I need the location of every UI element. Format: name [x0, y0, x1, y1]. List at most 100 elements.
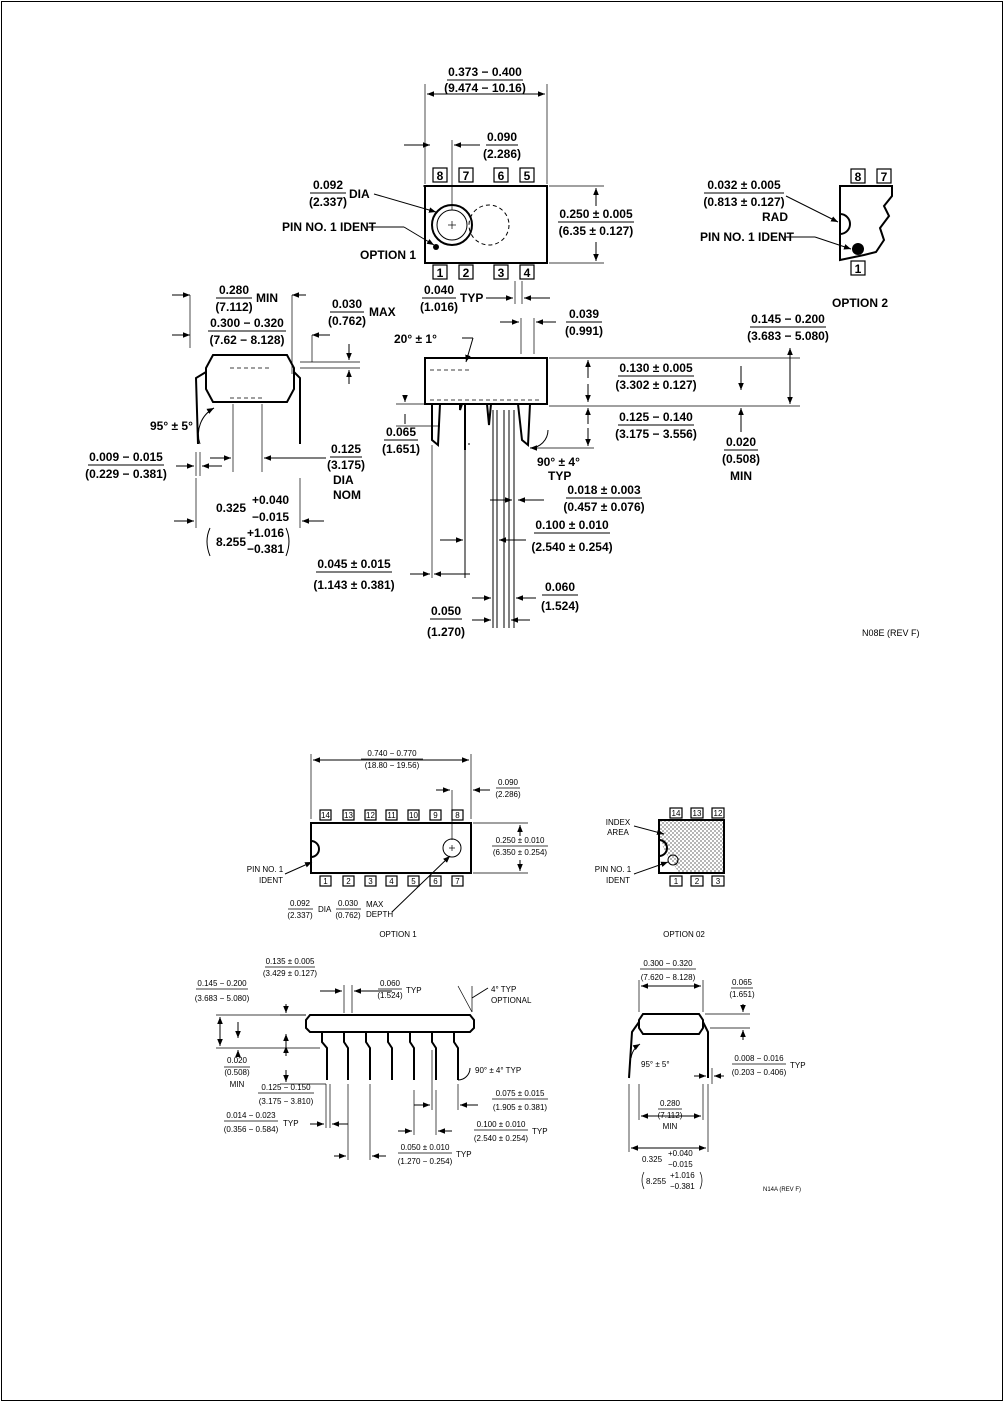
- n14a-opt02-pin1-label: IDENT: [606, 876, 630, 885]
- n08e-leadthk-mm: (0.229 − 0.381): [85, 467, 167, 481]
- n08e-top-body: [424, 185, 548, 264]
- n14a-end-body: [638, 1013, 704, 1035]
- n08e-span-plus: +0.040: [252, 493, 289, 507]
- n14a-end300-dim: 0.300 − 0.320: [643, 959, 693, 968]
- n14a-notch090-dim: 0.090: [498, 778, 519, 787]
- n14a-seat145-mm: (3.683 − 5.080): [195, 994, 250, 1003]
- n14a-lead050-typ: TYP: [456, 1150, 472, 1159]
- n14a-min020-dim: 0.020: [227, 1056, 248, 1065]
- n14a-opt02-bottom-pin: 3: [716, 877, 721, 886]
- n14a-bottom-pin: 1: [323, 877, 328, 886]
- n14a-lead060-typ: TYP: [406, 986, 422, 995]
- n08e-option2-view: 8 7 1 0.032 ± 0.005 (0.813 ± 0.127) RAD …: [700, 168, 893, 310]
- n14a-depth-depth: DEPTH: [366, 910, 393, 919]
- n08e-pitch100-dim: 0.100 ± 0.010: [535, 518, 609, 532]
- n14a-opt02-bottom-pin: 2: [695, 877, 700, 886]
- n08e-span-minus: −0.015: [252, 510, 289, 524]
- n08e-lead125-dim: 0.125: [331, 442, 361, 456]
- n14a-package: 14 13 12 11 10 9 8 1 2 3 4 5: [195, 749, 806, 1193]
- n08e-opt2-pin: 8: [855, 170, 862, 184]
- n14a-span-mmbase: 8.255: [646, 1177, 667, 1186]
- n08e-span-base: 0.325: [216, 501, 246, 515]
- n08e-span-mmplus: +1.016: [247, 526, 284, 540]
- n14a-angle90-label: 90° ± 4° TYP: [475, 1066, 521, 1075]
- n14a-bottom-pin: 4: [389, 877, 394, 886]
- n08e-top-pin: 6: [498, 169, 505, 183]
- n08e-top-pin: 5: [524, 169, 531, 183]
- n08e-end280-mm: (7.112): [215, 300, 252, 314]
- n14a-top-pin: 9: [433, 811, 438, 820]
- n14a-dia-label: DIA: [318, 905, 332, 914]
- n14a-depth-mm: (0.762): [335, 911, 361, 920]
- n08e-max030-dim: 0.030: [332, 297, 362, 311]
- n14a-span-minus: −0.015: [668, 1160, 693, 1169]
- n08e-min020-mm: (0.508): [722, 452, 760, 466]
- n14a-bottom-pin: 3: [368, 877, 373, 886]
- n08e-dia-mm: (2.337): [309, 195, 347, 209]
- n14a-span-plus: +0.040: [668, 1149, 693, 1158]
- n14a-lead050-dim: 0.050 ± 0.010: [401, 1143, 450, 1152]
- n14a-lead014-typ: TYP: [283, 1119, 299, 1128]
- n08e-pitch-typ-mm: (1.016): [420, 300, 458, 314]
- n14a-span-mmplus: +1.016: [670, 1171, 695, 1180]
- n14a-pitch100-typ: TYP: [532, 1127, 548, 1136]
- n14a-lead008-typ: TYP: [790, 1061, 806, 1070]
- n14a-bottom-pin: 5: [411, 877, 416, 886]
- n08e-width-mm: (9.474 − 10.16): [444, 81, 526, 95]
- n14a-angle4-opt: OPTIONAL: [491, 996, 532, 1005]
- n08e-side-body: [424, 357, 548, 405]
- n14a-opt02-bottom-pin: 1: [674, 877, 679, 886]
- n08e-lead018-dim: 0.018 ± 0.003: [567, 483, 641, 497]
- n08e-option2-dot: [852, 243, 864, 255]
- n14a-lead008-mm: (0.203 − 0.406): [732, 1068, 787, 1077]
- n14a-min020-mm: (0.508): [224, 1068, 250, 1077]
- n08e-side-view: 20° ± 1° 0.039 (0.991) 0.145 − 0.200 (3.…: [313, 307, 829, 639]
- n14a-bottom-pin-row: 1 2 3 4 5 6 7: [319, 875, 464, 887]
- n08e-pitch-typ-label: TYP: [460, 291, 483, 305]
- n08e-lead039-dim: 0.039: [569, 307, 599, 321]
- n08e-end280-dim: 0.280: [219, 283, 249, 297]
- n08e-max030-label: MAX: [369, 305, 396, 319]
- n08e-angle90-label: 90° ± 4°: [537, 455, 580, 469]
- n14a-top-pin: 8: [455, 811, 460, 820]
- n08e-max030-mm: (0.762): [328, 314, 366, 328]
- n14a-end065-dim: 0.065: [732, 978, 753, 987]
- n14a-option02-label: OPTION 02: [663, 930, 705, 939]
- n14a-lead060-mm: (1.524): [377, 991, 403, 1000]
- n14a-bottom-pin: 2: [346, 877, 351, 886]
- n14a-lead075-dim: 0.075 ± 0.015: [496, 1089, 545, 1098]
- n08e-leadthk-dim: 0.009 − 0.015: [89, 450, 163, 464]
- n14a-top-pin: 11: [387, 811, 396, 820]
- n14a-dia-dim: 0.092: [290, 899, 311, 908]
- n14a-body250-dim: 0.250 ± 0.010: [496, 836, 545, 845]
- n14a-end280-dim: 0.280: [660, 1099, 681, 1108]
- n08e-width-dim: 0.373 − 0.400: [448, 65, 522, 79]
- n08e-lead060-mm: (1.524): [541, 599, 579, 613]
- n08e-top-pin: 7: [463, 169, 470, 183]
- n14a-top-pin-row: 14 13 12 11 10 9 8: [319, 809, 464, 821]
- n14a-lead014-mm: (0.356 − 0.584): [224, 1125, 279, 1134]
- n08e-min020-label: MIN: [730, 469, 752, 483]
- n08e-lead050-dim: 0.050: [431, 604, 461, 618]
- n08e-seat145-mm: (3.683 − 5.080): [747, 329, 829, 343]
- n08e-end-view: 0.280 (7.112) MIN 0.300 − 0.320 (7.62 − …: [85, 283, 396, 557]
- n08e-option2-label: OPTION 2: [832, 296, 888, 310]
- n08e-span-mmminus: −0.381: [247, 542, 284, 556]
- n14a-lead125150-mm: (3.175 − 3.810): [259, 1097, 314, 1106]
- n14a-body135-mm: (3.429 ± 0.127): [263, 969, 318, 978]
- n08e-notch-mm: (2.286): [483, 147, 521, 161]
- n08e-pin1-dot: [433, 244, 439, 250]
- n08e-notch-dim: 0.090: [487, 130, 517, 144]
- n08e-seat145-dim: 0.145 − 0.200: [751, 312, 825, 326]
- n14a-angle4-label: 4° TYP: [491, 985, 516, 994]
- n14a-top-body: [310, 822, 472, 874]
- n08e-lead039-mm: (0.991): [565, 324, 603, 338]
- n14a-seat145-dim: 0.145 − 0.200: [197, 979, 247, 988]
- n08e-end-body: [205, 354, 295, 403]
- n08e-lead018-mm: (0.457 ± 0.076): [563, 500, 644, 514]
- n14a-side-body: [305, 1014, 475, 1033]
- n08e-lead125-mm: (3.175): [327, 458, 365, 472]
- n14a-length-mm: (18.80 − 19.56): [365, 761, 420, 770]
- n08e-dia-dim: 0.092: [313, 178, 343, 192]
- n08e-opt2-pin: 1: [855, 262, 862, 276]
